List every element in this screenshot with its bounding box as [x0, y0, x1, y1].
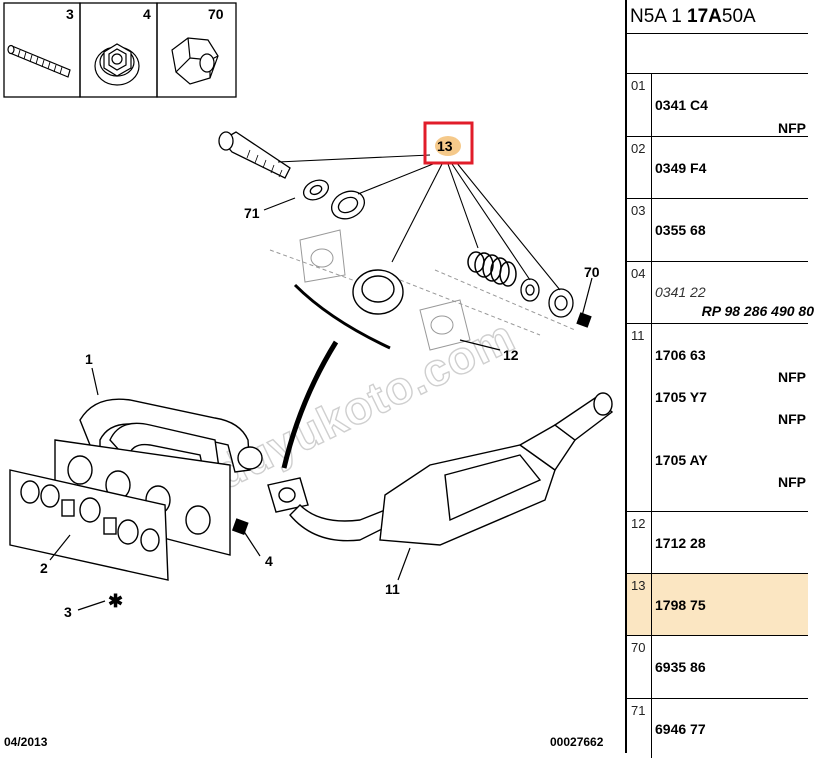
stud-part-icon: [7, 44, 71, 78]
bolt-part: [218, 131, 291, 179]
model-code-c: 50A: [721, 6, 756, 27]
callout-70: 70: [584, 264, 600, 280]
callout-3: 3: [64, 604, 72, 620]
ref-index: 02: [627, 137, 652, 198]
ref-index: 03: [627, 199, 652, 261]
ref-index: 01: [627, 74, 652, 136]
callout-2: 2: [40, 560, 48, 576]
callout-13-badge: [435, 136, 461, 156]
part-number: 1705 AY: [655, 452, 708, 468]
callout-4: 4: [265, 553, 273, 569]
seal-ring-small: [330, 190, 366, 220]
flange-nut-icon: [94, 43, 140, 86]
washer-part: [302, 179, 330, 201]
part-number: 1706 63: [655, 347, 706, 363]
model-header: N5A 1 17A50A: [627, 0, 808, 34]
inset-boxes: [3, 2, 237, 98]
part-number: RP 98 286 490 80: [701, 303, 814, 319]
part-number: 0341 22: [655, 284, 706, 300]
flange-12-ghost: [399, 269, 576, 351]
ref-index: 70: [627, 636, 652, 698]
marker-4: [231, 518, 249, 535]
ref-index: 04: [627, 262, 652, 323]
callout-1: 1: [85, 351, 93, 367]
ref-index: 13: [627, 574, 652, 635]
part-number: 0341 C4: [655, 97, 708, 113]
assembly-arrow: [281, 283, 391, 469]
model-code-b: 17A: [687, 6, 722, 27]
exploded-parts-diagram: 3 4 70 duyukoto.com: [3, 2, 614, 749]
callout-13: 13: [437, 138, 453, 154]
part-number: 0355 68: [655, 222, 706, 238]
part-number: 1705 Y7: [655, 389, 707, 405]
exhaust-manifold-part: [54, 398, 263, 556]
nut-70-part: [548, 288, 574, 318]
washer-small-part: [520, 278, 540, 302]
nfp-flag: NFP: [778, 411, 806, 427]
part-number: 0349 F4: [655, 160, 707, 176]
callout-leaders: [49, 197, 593, 611]
spring-part: [467, 251, 517, 287]
leader-lines-13: [277, 154, 561, 291]
inset-label-3: 3: [66, 6, 74, 22]
part-number: 6935 86: [655, 659, 706, 675]
callout-11: 11: [385, 581, 400, 597]
ref-index: 11: [627, 324, 652, 511]
nfp-flag: NFP: [778, 369, 806, 385]
callout-71: 71: [244, 205, 260, 221]
ref-index: 71: [627, 699, 652, 758]
flange-gasket-ghost: [269, 229, 381, 291]
hex-nut-icon: [171, 37, 219, 85]
callout-13-highlight-box: [423, 121, 474, 165]
ref-index: 12: [627, 512, 652, 573]
inset-label-70: 70: [208, 6, 224, 22]
marker-3-cross: ✱: [108, 591, 123, 611]
nfp-flag: NFP: [778, 474, 806, 490]
marker-70: [576, 312, 592, 328]
footer-date: 04/2013: [4, 735, 48, 749]
manifold-gasket-part: [9, 469, 169, 581]
inset-label-4: 4: [143, 6, 151, 22]
seal-ring-large: [352, 269, 404, 315]
catalytic-converter-part: [267, 392, 614, 546]
footer-code: 00027662: [550, 735, 604, 749]
model-code-a: N5A 1: [630, 6, 682, 27]
callout-12: 12: [503, 347, 519, 363]
part-number: 1712 28: [655, 535, 706, 551]
nfp-flag: NFP: [778, 120, 806, 136]
part-number: 6946 77: [655, 721, 706, 737]
part-number: 1798 75: [655, 597, 706, 613]
